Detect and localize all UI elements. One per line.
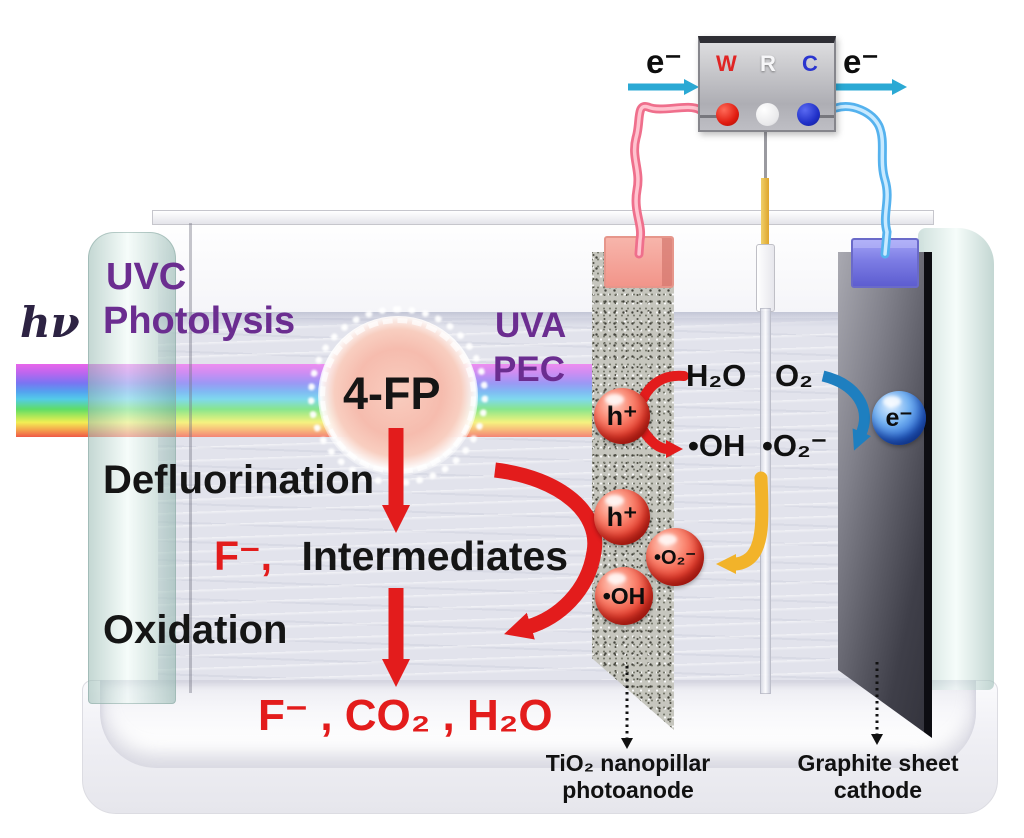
superoxide-label: •O₂⁻ <box>762 428 828 463</box>
cathode-caption: Graphite sheet cathode <box>773 750 983 804</box>
oh-radical-label: •OH <box>688 428 746 463</box>
electron-label-right: e⁻ <box>843 43 879 80</box>
reference-electrode-cap <box>761 178 769 246</box>
anode-caption-line1: TiO₂ nanopillar <box>545 750 711 776</box>
cathode-caption-line2: cathode <box>833 777 923 803</box>
hole-sphere-1: h⁺ <box>594 388 650 444</box>
photon-label: hν <box>20 298 80 347</box>
arc-o2-to-superoxide <box>821 370 871 451</box>
electron-sphere: e⁻ <box>872 391 926 445</box>
reference-electrode-wire <box>764 116 767 180</box>
graphite-cathode <box>838 252 932 738</box>
tank-headspace <box>158 218 924 322</box>
counter-terminal <box>797 103 820 126</box>
anode-caption: TiO₂ nanopillar photoanode <box>523 750 733 804</box>
electron-label-left: e⁻ <box>646 43 682 80</box>
counter-terminal-label: C <box>802 51 818 76</box>
oh-sphere: •OH <box>595 567 653 625</box>
products-label: F⁻ , CO₂ , H₂O <box>258 691 553 740</box>
potentiostat: W R C <box>698 36 836 132</box>
uvc-label-line2: Photolysis <box>103 300 296 342</box>
oxidation-label: Oxidation <box>103 608 288 652</box>
electron-sphere-label: e⁻ <box>885 404 913 432</box>
working-electrode-wire <box>630 102 705 259</box>
reference-terminal-label: R <box>760 51 776 76</box>
reference-terminal <box>756 103 779 126</box>
uva-label-line1: UVA <box>495 306 567 345</box>
outer-vessel-trough <box>100 680 976 768</box>
hole-sphere-2-label: h⁺ <box>606 501 638 532</box>
arc-h2o-to-hole <box>638 370 689 404</box>
anode-caption-line2: photoanode <box>562 777 694 803</box>
hole-sphere-2: h⁺ <box>594 489 650 545</box>
arc-hole-to-oh <box>638 427 683 458</box>
working-terminal-label: W <box>716 51 737 76</box>
superoxide-sphere: •O₂⁻ <box>646 528 704 586</box>
hole-sphere-1-label: h⁺ <box>606 400 638 431</box>
intermediates-label: Intermediates <box>301 533 569 579</box>
oh-sphere-label: •OH <box>602 582 646 609</box>
arrow-anode-to-intermediates <box>494 462 603 640</box>
intermediates-row: F⁻, Intermediates <box>214 532 568 580</box>
arrow-superoxide-migration <box>716 471 769 574</box>
uva-label-line2: PEC <box>493 350 565 389</box>
inner-glass-edge <box>189 223 192 693</box>
uvc-label-line1: UVC <box>106 256 187 298</box>
cathode-caption-line1: Graphite sheet <box>797 750 959 776</box>
counter-terminal-stub <box>812 115 834 118</box>
fluoride-label: F⁻, <box>214 533 273 579</box>
superoxide-sphere-label: •O₂⁻ <box>653 546 696 569</box>
o2-label: O₂ <box>775 358 813 393</box>
working-terminal <box>716 103 739 126</box>
compound-label: 4-FP <box>343 368 441 419</box>
glass-wall-left <box>88 232 176 704</box>
h2o-label: H₂O <box>686 358 747 393</box>
working-terminal-stub <box>700 115 718 118</box>
tank-rim <box>152 210 934 225</box>
defluorination-label: Defluorination <box>103 458 375 502</box>
